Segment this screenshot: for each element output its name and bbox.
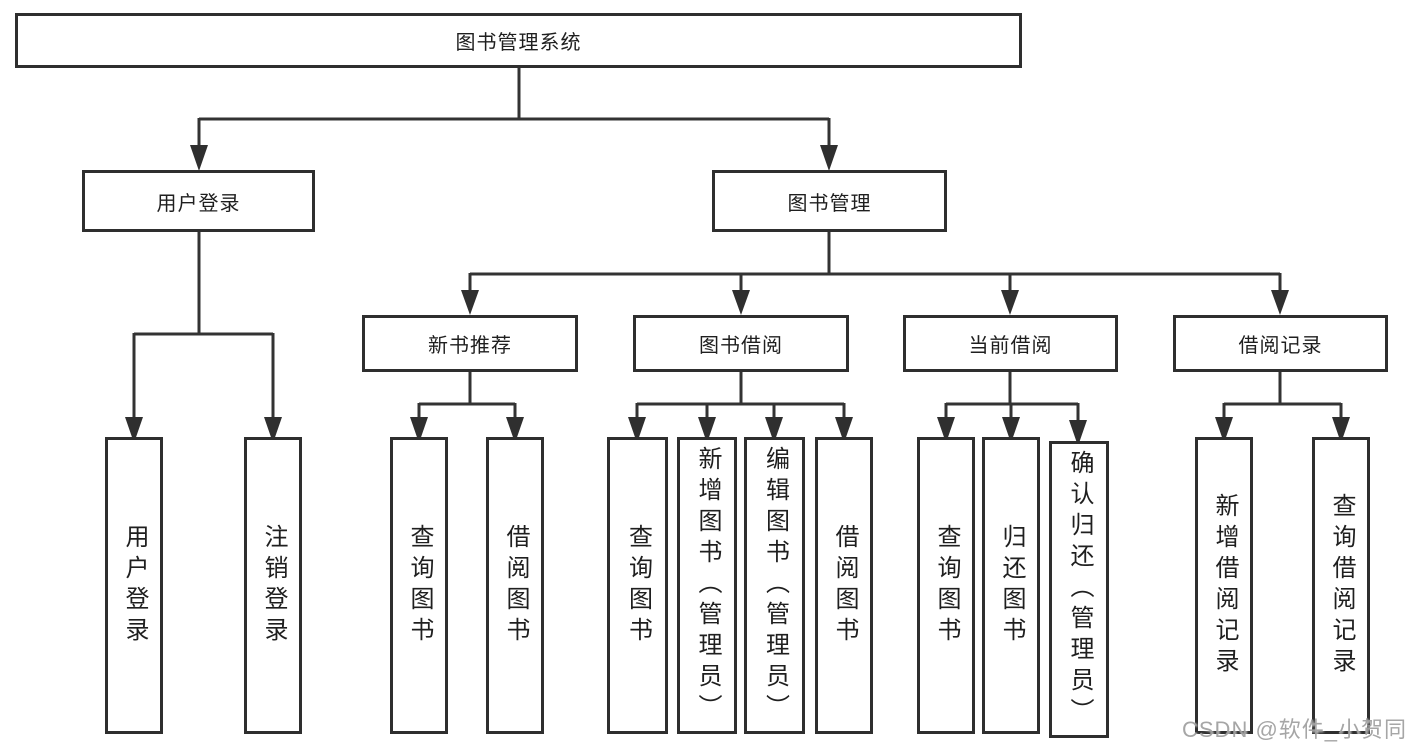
node-current-borrow: 当前借阅 — [903, 315, 1118, 372]
node-query-borrow-record: 查询借阅记录 — [1312, 437, 1370, 734]
node-borrow-books-leaf: 借阅图书 — [815, 437, 873, 734]
node-confirm-return-admin: 确认归还（管理员） — [1049, 441, 1109, 738]
node-borrow-records: 借阅记录 — [1173, 315, 1388, 372]
node-book-borrow: 图书借阅 — [633, 315, 849, 372]
node-query-books-borrow: 查询图书 — [607, 437, 668, 734]
csdn-watermark: CSDN @软件_小贺同学 — [1182, 717, 1405, 742]
node-root: 图书管理系统 — [15, 13, 1022, 68]
node-add-books-admin: 新增图书（管理员） — [677, 437, 737, 734]
node-edit-books-admin: 编辑图书（管理员） — [744, 437, 805, 734]
node-logout-leaf: 注销登录 — [244, 437, 302, 734]
node-new-book-recommend: 新书推荐 — [362, 315, 578, 372]
node-add-borrow-record: 新增借阅记录 — [1195, 437, 1253, 734]
node-borrow-books-recommend: 借阅图书 — [486, 437, 544, 734]
node-query-books-current: 查询图书 — [917, 437, 975, 734]
node-return-books: 归还图书 — [982, 437, 1040, 734]
node-query-books-recommend: 查询图书 — [390, 437, 448, 734]
node-book-management: 图书管理 — [712, 170, 947, 232]
node-user-login: 用户登录 — [82, 170, 315, 232]
node-user-login-leaf: 用户登录 — [105, 437, 163, 734]
